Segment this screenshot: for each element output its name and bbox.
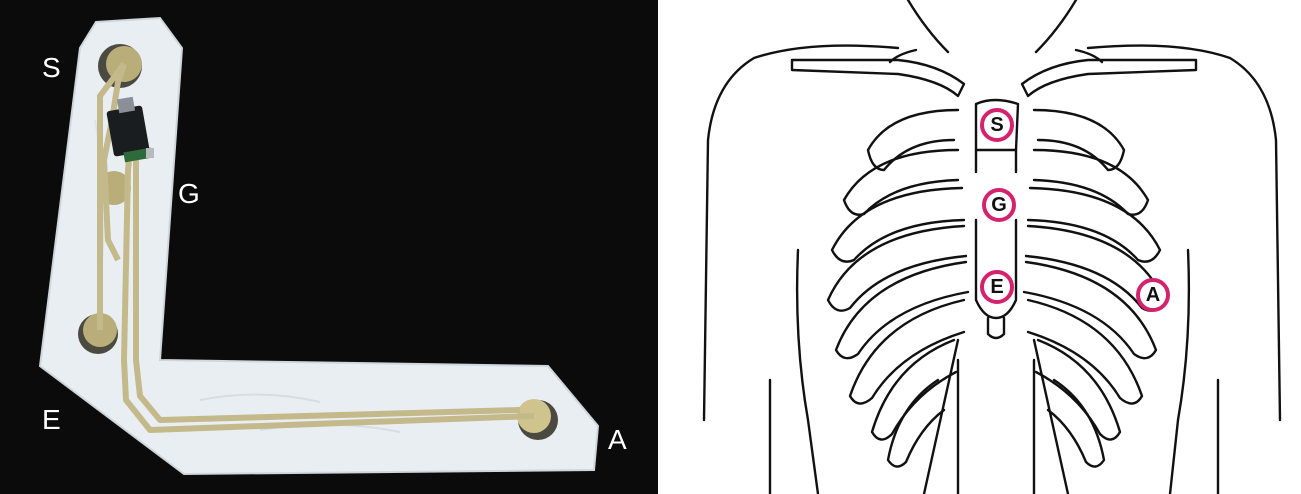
marker-a-label: A	[1146, 285, 1160, 305]
costal-margin-left	[924, 340, 958, 494]
label-s: S	[42, 54, 61, 82]
sensor-sheet-drawing	[0, 0, 658, 494]
torso-right	[1170, 250, 1189, 494]
marker-g-label: G	[991, 195, 1007, 215]
ribcage-diagram: S G E A	[658, 0, 1301, 494]
ribs-left	[828, 110, 968, 467]
neck-left	[908, 0, 948, 52]
clavicle-left	[792, 60, 964, 96]
marker-e-label: E	[990, 277, 1003, 297]
marker-s: S	[980, 108, 1014, 142]
midline	[958, 360, 1034, 494]
ribcage-drawing	[658, 0, 1301, 494]
torso-left	[797, 250, 818, 494]
clavicle-right	[1022, 60, 1196, 96]
neck-right	[1036, 0, 1076, 52]
marker-g: G	[982, 188, 1016, 222]
label-a: A	[608, 426, 627, 454]
shoulder-right	[1088, 46, 1280, 420]
marker-a: A	[1136, 278, 1170, 312]
sensor-photo: S G E A	[0, 0, 658, 494]
xiphoid	[988, 318, 1004, 338]
marker-e: E	[980, 270, 1014, 304]
costal-margin-right	[1034, 340, 1068, 494]
label-g: G	[178, 180, 200, 208]
marker-s-label: S	[990, 115, 1003, 135]
label-e: E	[42, 406, 61, 434]
